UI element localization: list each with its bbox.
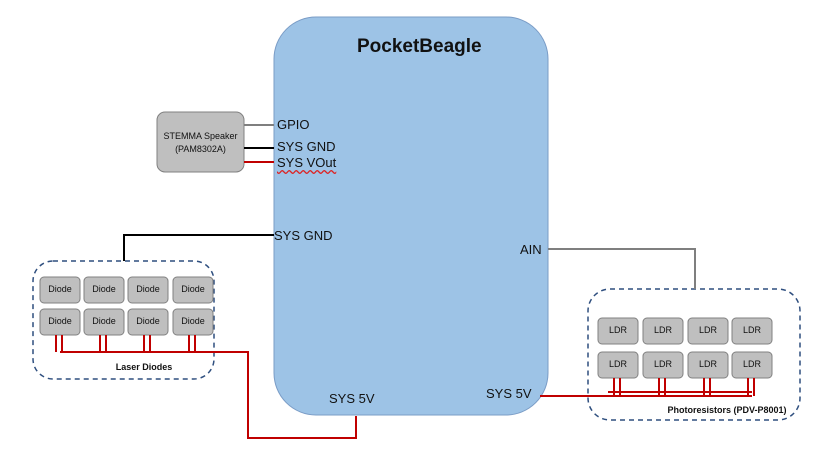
ldr-cell-4 <box>731 317 773 345</box>
laser-diodes-label: Laser Diodes <box>115 362 173 372</box>
ldr-cell-label-6: LDR <box>653 359 672 369</box>
diode-cell-label-6: Diode <box>92 316 116 326</box>
laser-cells-layer <box>39 276 214 352</box>
ldr-cell-label-8: LDR <box>742 359 761 369</box>
photo-cells-layer <box>597 317 773 396</box>
pin-ain: AIN <box>520 242 542 257</box>
diode-cell-5 <box>39 308 81 336</box>
diode-cell-7 <box>127 308 169 336</box>
diode-cell-label-7: Diode <box>136 316 160 326</box>
ldr-cell-1 <box>597 317 639 345</box>
diode-cell-2 <box>83 276 125 304</box>
pin-sys-5v-bottom: SYS 5V <box>329 391 375 406</box>
diode-cell-6 <box>83 308 125 336</box>
ldr-cell-8 <box>731 351 773 379</box>
ldr-cell-label-2: LDR <box>653 325 672 335</box>
ldr-cell-6 <box>642 351 684 379</box>
diode-cell-label-3: Diode <box>136 284 160 294</box>
laser-diodes-group-outline <box>32 260 215 380</box>
photoresistors-label: Photoresistors (PDV-P8001) <box>667 405 787 415</box>
pin-sys-5v-right: SYS 5V <box>486 386 532 401</box>
diode-cell-label-5: Diode <box>48 316 72 326</box>
diode-cell-label-8: Diode <box>181 316 205 326</box>
wire-laser-5v <box>60 351 357 439</box>
ldr-cell-label-1: LDR <box>608 325 627 335</box>
ldr-cell-label-7: LDR <box>698 359 717 369</box>
ldr-cell-5 <box>597 351 639 379</box>
ldr-cell-2 <box>642 317 684 345</box>
speaker-label: STEMMA Speaker (PAM8302A) <box>157 130 244 156</box>
ldr-cell-label-5: LDR <box>608 359 627 369</box>
diode-cell-8 <box>172 308 214 336</box>
pin-gpio: GPIO <box>277 117 310 132</box>
speaker-box <box>156 111 245 173</box>
diode-cell-3 <box>127 276 169 304</box>
diode-cell-4 <box>172 276 214 304</box>
wire-ain <box>548 248 696 289</box>
ldr-cell-label-3: LDR <box>698 325 717 335</box>
diode-cell-label-1: Diode <box>48 284 72 294</box>
board-title: PocketBeagle <box>357 36 482 57</box>
speaker-model: (PAM8302A) <box>175 144 226 154</box>
diode-cell-label-4: Diode <box>181 284 205 294</box>
pocketbeagle-board <box>273 16 549 416</box>
ldr-cell-7 <box>687 351 729 379</box>
diode-cell-label-2: Diode <box>92 284 116 294</box>
pin-sys-gnd-mid: SYS GND <box>274 228 333 243</box>
wire-laser-gnd <box>123 234 274 261</box>
ldr-cell-3 <box>687 317 729 345</box>
speaker-name: STEMMA Speaker <box>163 131 238 141</box>
pin-sys-gnd-top: SYS GND <box>277 139 336 154</box>
ldr-cell-label-4: LDR <box>742 325 761 335</box>
diode-cell-1 <box>39 276 81 304</box>
pin-sys-vout: SYS VOut <box>277 155 337 170</box>
